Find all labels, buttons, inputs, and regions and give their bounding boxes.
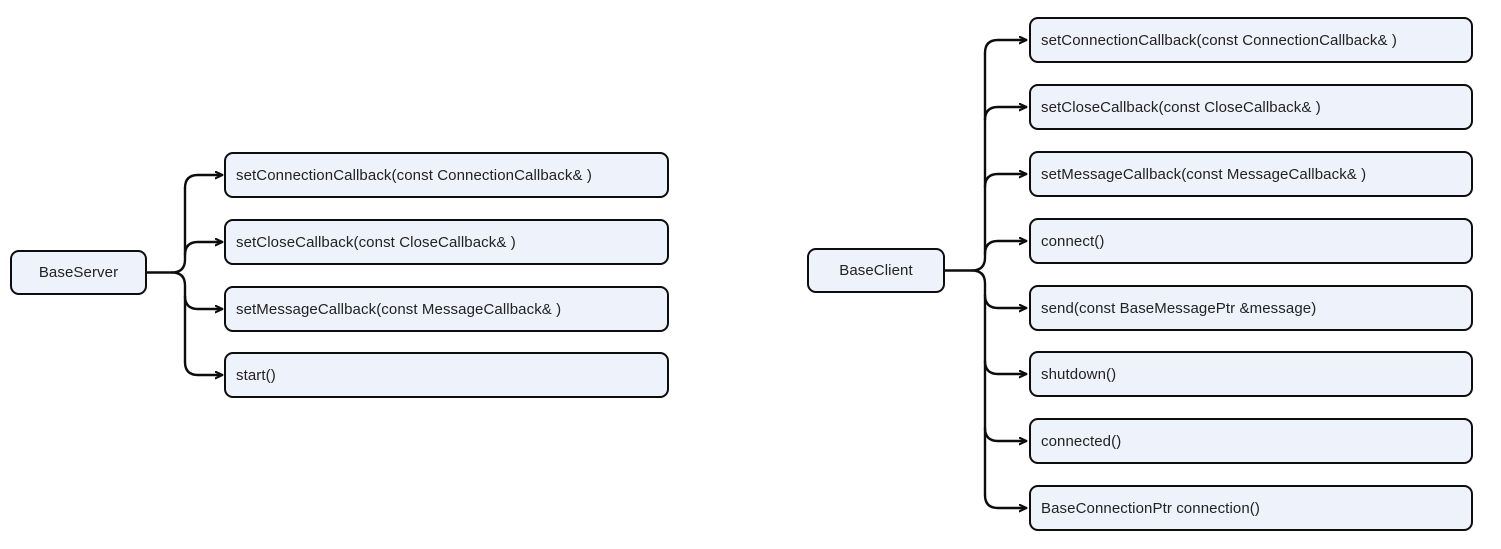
node-label: setMessageCallback(const MessageCallback… bbox=[1041, 165, 1367, 183]
node-baseclient-method-6[interactable]: connected() bbox=[1029, 418, 1473, 464]
node-label: setMessageCallback(const MessageCallback… bbox=[236, 300, 562, 318]
edge-baseclient-to-method-7 bbox=[983, 493, 1026, 508]
node-label: BaseConnectionPtr connection() bbox=[1041, 499, 1260, 517]
node-label: setConnectionCallback(const ConnectionCa… bbox=[1041, 31, 1397, 49]
node-baseclient-method-1[interactable]: setCloseCallback(const CloseCallback& ) bbox=[1029, 84, 1473, 130]
edge-baseclient-to-method-3 bbox=[983, 241, 1026, 256]
edge-baseserver-to-method-3 bbox=[183, 360, 222, 375]
edge-baseclient-to-method-2 bbox=[983, 174, 1026, 189]
node-baseclient-method-2[interactable]: setMessageCallback(const MessageCallback… bbox=[1029, 151, 1473, 197]
node-baseserver-method-2[interactable]: setMessageCallback(const MessageCallback… bbox=[224, 286, 669, 332]
edge-spine-baseserver bbox=[170, 186, 187, 364]
edge-spine-baseclient bbox=[970, 51, 987, 497]
edge-baseclient-to-method-1 bbox=[983, 107, 1026, 122]
node-baseserver-method-0[interactable]: setConnectionCallback(const ConnectionCa… bbox=[224, 152, 669, 198]
node-baseclient-root[interactable]: BaseClient bbox=[807, 248, 945, 293]
node-label: setConnectionCallback(const ConnectionCa… bbox=[236, 166, 592, 184]
node-label: send(const BaseMessagePtr &message) bbox=[1041, 299, 1317, 317]
node-label: setCloseCallback(const CloseCallback& ) bbox=[1041, 98, 1321, 116]
node-label: start() bbox=[236, 366, 276, 384]
edge-baseclient-to-method-6 bbox=[983, 426, 1026, 441]
node-baseclient-method-3[interactable]: connect() bbox=[1029, 218, 1473, 264]
node-baseclient-method-7[interactable]: BaseConnectionPtr connection() bbox=[1029, 485, 1473, 531]
edge-baseserver-to-method-1 bbox=[183, 242, 222, 257]
node-baseserver-method-1[interactable]: setCloseCallback(const CloseCallback& ) bbox=[224, 219, 669, 265]
node-baseclient-method-5[interactable]: shutdown() bbox=[1029, 351, 1473, 397]
node-label: setCloseCallback(const CloseCallback& ) bbox=[236, 233, 516, 251]
node-baseclient-method-4[interactable]: send(const BaseMessagePtr &message) bbox=[1029, 285, 1473, 331]
node-baseclient-method-0[interactable]: setConnectionCallback(const ConnectionCa… bbox=[1029, 17, 1473, 63]
node-baseserver-method-3[interactable]: start() bbox=[224, 352, 669, 398]
edge-baseclient-to-method-4 bbox=[983, 293, 1026, 308]
edge-baseclient-to-method-5 bbox=[983, 359, 1026, 374]
node-label: shutdown() bbox=[1041, 365, 1117, 383]
node-label: connected() bbox=[1041, 432, 1122, 450]
node-label: BaseClient bbox=[839, 262, 913, 279]
node-label: connect() bbox=[1041, 232, 1105, 250]
edge-baseserver-to-method-2 bbox=[183, 294, 222, 309]
edge-baseclient-to-method-0 bbox=[983, 40, 1026, 55]
edge-baseserver-to-method-0 bbox=[183, 175, 222, 190]
node-baseserver-root[interactable]: BaseServer bbox=[10, 250, 147, 295]
node-label: BaseServer bbox=[38, 264, 119, 281]
